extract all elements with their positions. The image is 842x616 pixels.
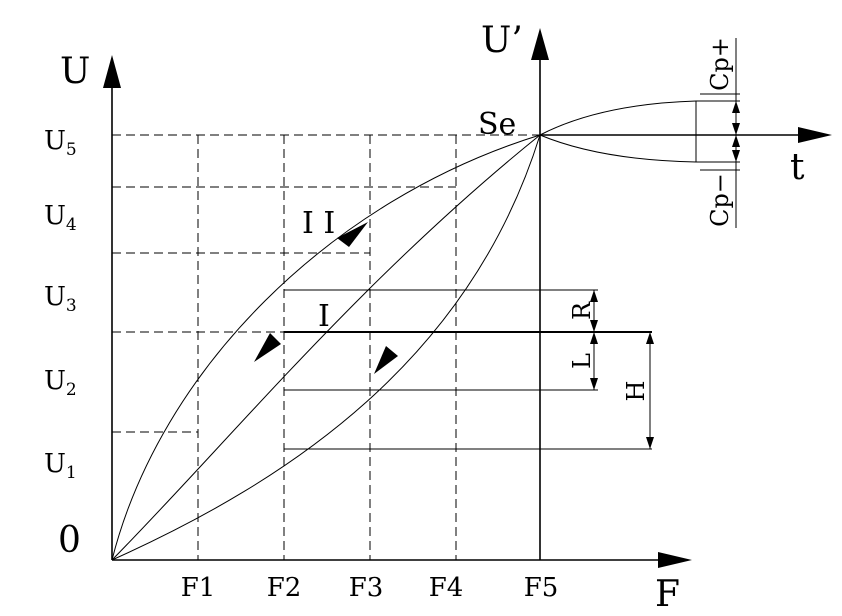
x-tick-f2: F2 <box>267 573 302 603</box>
dimension-label-r: R <box>568 301 596 320</box>
dimension-label-l: L <box>568 353 596 369</box>
arrow-lower-curve <box>374 346 398 374</box>
t-axis-label: t <box>790 147 805 188</box>
x-tick-f4: F4 <box>429 573 464 603</box>
curve-upper-ii <box>111 134 541 561</box>
x-tick-f5: F5 <box>524 573 559 603</box>
origin-label: 0 <box>58 520 81 561</box>
main-axes <box>103 28 832 568</box>
y-tick-u5: U5 <box>44 126 77 160</box>
f-axis-label: F <box>655 574 680 615</box>
u-axis-arrow <box>103 55 121 88</box>
x-tick-f1: F1 <box>181 573 216 603</box>
arrow-middle-curve <box>254 333 281 362</box>
y-tick-u4: U4 <box>44 201 77 235</box>
dimension-label-cp-plus: Cp+ <box>706 37 734 91</box>
curve-lower <box>111 134 541 561</box>
cp-lower-curve <box>539 134 697 163</box>
se-point-label: Se <box>478 107 516 142</box>
y-tick-u1: U1 <box>44 449 77 483</box>
direction-arrows <box>254 222 398 374</box>
u-prime-axis-label: U’ <box>481 20 523 61</box>
curve-label-ii: I I <box>302 206 335 241</box>
cp-upper-curve <box>539 100 697 136</box>
f-axis-arrow <box>658 552 692 568</box>
y-tick-u3: U3 <box>44 282 77 316</box>
curve-middle-i <box>111 134 541 561</box>
t-axis-arrow <box>798 127 832 143</box>
reference-lines <box>284 289 652 450</box>
arrow-upper-curve <box>337 222 368 247</box>
u-prime-axis-arrow <box>531 28 549 60</box>
vertical-grid-lines <box>197 135 457 560</box>
characteristic-curves <box>111 134 541 561</box>
dimension-h <box>646 332 654 449</box>
curve-label-i: I <box>318 299 330 334</box>
y-tick-u2: U2 <box>44 366 77 400</box>
dimension-label-cp-minus: Cp− <box>706 173 734 227</box>
dimension-rl <box>590 290 598 390</box>
cp-envelope <box>539 38 740 228</box>
horizontal-grid-lines <box>112 134 540 433</box>
u-axis-label: U <box>60 51 90 92</box>
dimension-label-h: H <box>622 381 650 402</box>
x-tick-f3: F3 <box>349 573 384 603</box>
x-tick-labels: F1 F2 F3 F4 F5 <box>181 573 559 603</box>
y-tick-labels: U5 U4 U3 U2 U1 <box>44 126 77 483</box>
